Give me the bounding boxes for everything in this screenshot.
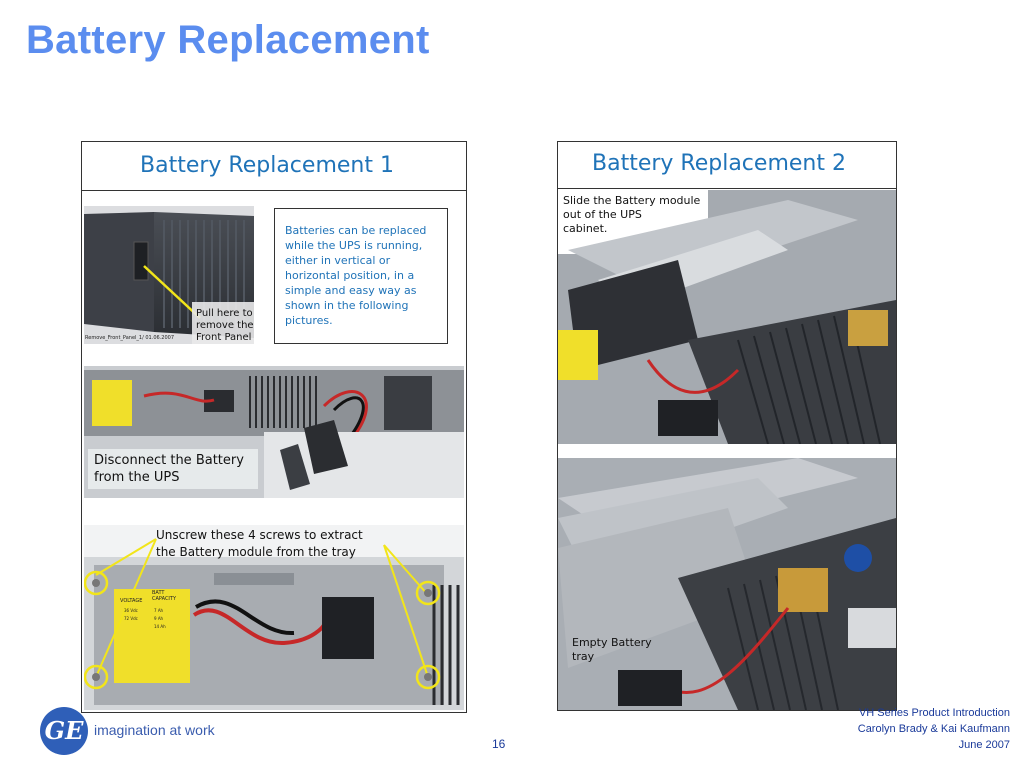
photo-slide-battery-out (558, 190, 896, 444)
info-box: Batteries can be replaced while the UPS … (274, 208, 448, 344)
panel-1-title: Battery Replacement 1 (140, 153, 394, 178)
footer-date: June 2007 (958, 739, 1010, 751)
panel-2-title: Battery Replacement 2 (592, 151, 846, 176)
front-panel-illustration (84, 206, 254, 344)
battery-label-v2: 72 Vdc (124, 616, 138, 621)
photo-empty-tray (558, 458, 896, 710)
photo-unscrew-tray (84, 525, 464, 710)
disconnect-caption-bg (88, 449, 258, 489)
unscrew-caption: Unscrew these 4 screws to extract the Ba… (156, 528, 363, 559)
screw-highlight-4 (415, 664, 441, 690)
empty-tray-illustration (558, 458, 896, 710)
logo-tagline: imagination at work (94, 722, 215, 738)
panel-1-title-divider (82, 190, 466, 191)
footer-presentation-title: VH Series Product Introduction (858, 707, 1010, 719)
battery-label-v1: 36 Vdc (124, 608, 138, 613)
footer-authors: Carolyn Brady & Kai Kaufmann (857, 723, 1010, 735)
slide-out-illustration (558, 190, 896, 444)
screw-highlight-3 (415, 580, 441, 606)
disconnect-caption: Disconnect the Battery from the UPS (94, 453, 244, 485)
page-number: 16 (492, 737, 506, 751)
empty-tray-caption: Empty Battery tray (572, 636, 652, 663)
panel-2-title-divider (558, 188, 896, 189)
panel-battery-replacement-1: Battery Replacement 1 (81, 141, 467, 713)
disconnect-illustration (84, 366, 464, 498)
info-text: Batteries can be replaced while the UPS … (285, 224, 427, 327)
screw-highlight-1 (84, 570, 109, 596)
photo-disconnect-battery (84, 366, 464, 498)
battery-label-c1: 7 Ah (154, 608, 164, 613)
slide-caption: Slide the Battery module out of the UPS … (563, 194, 701, 235)
battery-label-capacity-header: BATT CAPACITY (152, 590, 177, 602)
pull-here-caption: Pull here to remove the Front Panel (196, 308, 254, 343)
panel-battery-replacement-2: Battery Replacement 2 Slide the Battery … (557, 141, 897, 711)
battery-label-c2: 9 Ah (154, 616, 164, 621)
ge-logo: GE (40, 707, 88, 755)
photo-front-panel (84, 206, 254, 344)
battery-label-c3: 14 Ah (154, 624, 166, 629)
image-stamp: Remove_Front_Panel_1/ 01.06.2007 (85, 335, 175, 341)
screw-highlight-2 (84, 664, 109, 690)
ge-monogram: GE (44, 716, 84, 745)
unscrew-illustration (84, 525, 464, 710)
slide-title: Battery Replacement (26, 18, 430, 62)
battery-label-voltage-header: VOLTAGE (120, 598, 143, 604)
